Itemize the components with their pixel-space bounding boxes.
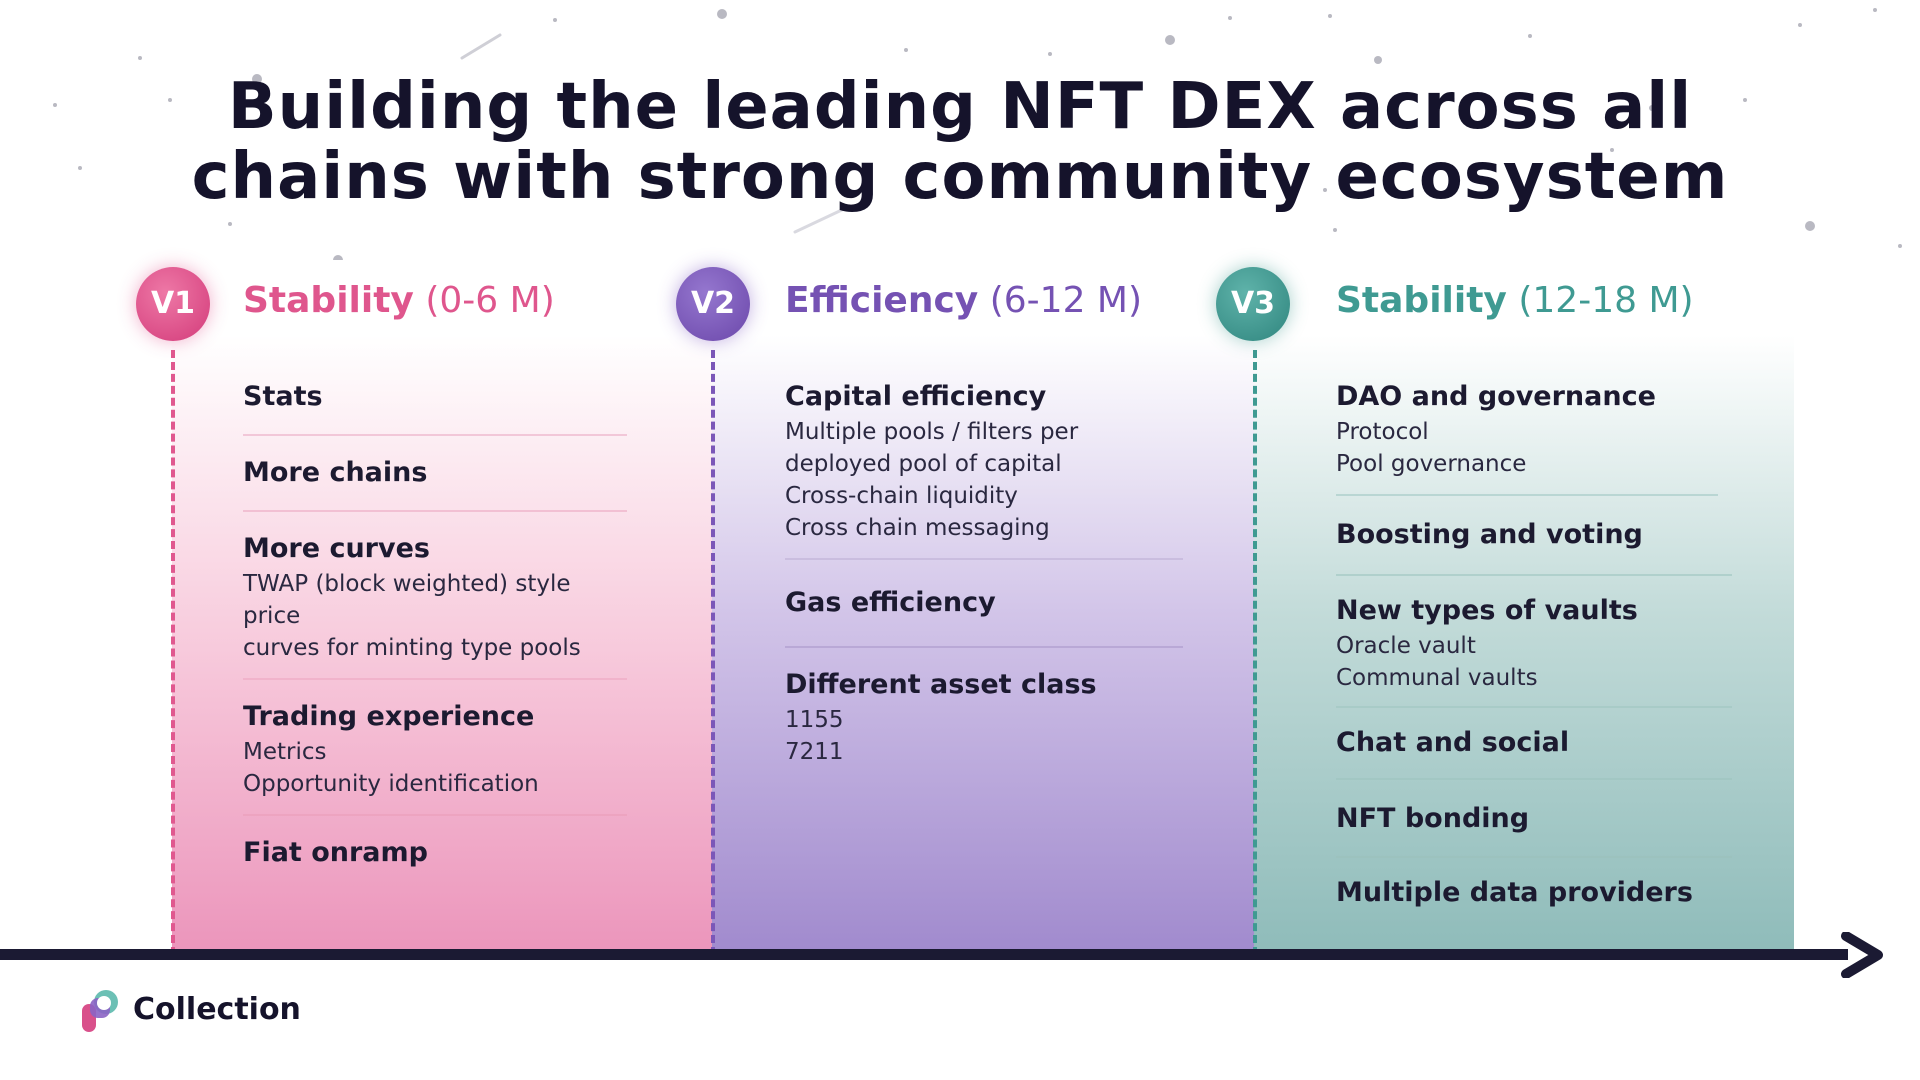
list-item: Chat and social bbox=[1336, 708, 1732, 778]
item-title: Gas efficiency bbox=[785, 587, 996, 618]
v2-phase-range: (6-12 M) bbox=[989, 280, 1143, 321]
v2-dashed-line bbox=[711, 350, 715, 955]
divider bbox=[1336, 494, 1718, 496]
item-title: Chat and social bbox=[1336, 727, 1570, 758]
v1-phase-range: (0-6 M) bbox=[425, 280, 555, 321]
v3-phase-range: (12-18 M) bbox=[1518, 280, 1694, 321]
v3-item-list: DAO and governance Protocol Pool governa… bbox=[1336, 378, 1732, 912]
item-title: NFT bonding bbox=[1336, 803, 1530, 834]
list-item: Stats bbox=[243, 378, 627, 434]
v1-item-list: Stats More chains More curves TWAP (bloc… bbox=[243, 378, 627, 872]
divider bbox=[1336, 856, 1732, 858]
item-detail: curves for minting type pools bbox=[243, 635, 581, 661]
item-title: Fiat onramp bbox=[243, 837, 428, 868]
item-detail: Metrics bbox=[243, 739, 327, 765]
v1-phase-name: Stability bbox=[243, 280, 414, 321]
item-title: More curves bbox=[243, 533, 430, 564]
item-detail: Oracle vault bbox=[1336, 633, 1476, 659]
title-line-2: chains with strong community ecosystem bbox=[191, 140, 1729, 214]
item-detail: Multiple pools / filters per bbox=[785, 419, 1079, 445]
v1-badge: V1 bbox=[136, 267, 210, 341]
item-title: More chains bbox=[243, 457, 428, 488]
v2-heading: Efficiency (6-12 M) bbox=[785, 280, 1142, 321]
v2-column-background bbox=[712, 335, 1254, 955]
list-item: New types of vaults Oracle vault Communa… bbox=[1336, 576, 1732, 706]
divider bbox=[1336, 706, 1732, 708]
divider bbox=[243, 814, 627, 816]
divider bbox=[243, 434, 627, 436]
divider bbox=[785, 558, 1183, 560]
divider bbox=[1336, 778, 1732, 780]
star-background bbox=[53, 8, 1902, 260]
list-item: Boosting and voting bbox=[1336, 496, 1732, 574]
v1-column-background bbox=[172, 335, 712, 955]
item-title: Trading experience bbox=[243, 701, 535, 732]
v3-dashed-line bbox=[1253, 350, 1257, 955]
list-item: Multiple data providers bbox=[1336, 858, 1732, 912]
v3-phase-name: Stability bbox=[1336, 280, 1507, 321]
v2-badge: V2 bbox=[676, 267, 750, 341]
page-title: Building the leading NFT DEX across all … bbox=[0, 72, 1920, 212]
list-item: Gas efficiency bbox=[785, 560, 1183, 646]
list-item: Different asset class 1155 7211 bbox=[785, 648, 1183, 768]
item-detail: Opportunity identification bbox=[243, 771, 539, 797]
divider bbox=[785, 646, 1183, 648]
item-detail: Cross-chain liquidity bbox=[785, 483, 1018, 509]
v2-phase-name: Efficiency bbox=[785, 280, 979, 321]
item-detail: Protocol bbox=[1336, 419, 1429, 445]
item-title: Multiple data providers bbox=[1336, 877, 1693, 908]
item-detail: TWAP (block weighted) style price bbox=[243, 571, 571, 629]
brand-name: Collection bbox=[133, 992, 301, 1027]
v3-column-background bbox=[1254, 335, 1794, 955]
v3-heading: Stability (12-18 M) bbox=[1336, 280, 1694, 321]
item-detail: Pool governance bbox=[1336, 451, 1527, 477]
item-title: Different asset class bbox=[785, 669, 1097, 700]
arrow-right-icon bbox=[1841, 932, 1883, 978]
collection-logo-icon bbox=[82, 990, 118, 1032]
item-detail: Communal vaults bbox=[1336, 665, 1538, 691]
list-item: More curves TWAP (block weighted) style … bbox=[243, 512, 627, 678]
list-item: DAO and governance Protocol Pool governa… bbox=[1336, 378, 1732, 494]
title-line-1: Building the leading NFT DEX across all bbox=[227, 70, 1693, 144]
item-detail: deployed pool of capital bbox=[785, 451, 1062, 477]
item-detail: 7211 bbox=[785, 739, 844, 765]
v2-item-list: Capital efficiency Multiple pools / filt… bbox=[785, 378, 1183, 768]
item-detail: 1155 bbox=[785, 707, 844, 733]
list-item: Fiat onramp bbox=[243, 816, 627, 872]
list-item: Capital efficiency Multiple pools / filt… bbox=[785, 378, 1183, 558]
item-title: Capital efficiency bbox=[785, 381, 1047, 412]
divider bbox=[1336, 574, 1732, 576]
list-item: NFT bonding bbox=[1336, 780, 1732, 856]
item-title: Stats bbox=[243, 381, 323, 412]
list-item: Trading experience Metrics Opportunity i… bbox=[243, 680, 627, 814]
list-item: More chains bbox=[243, 436, 627, 510]
v1-dashed-line bbox=[171, 350, 175, 955]
item-title: New types of vaults bbox=[1336, 595, 1638, 626]
v1-heading: Stability (0-6 M) bbox=[243, 280, 555, 321]
divider bbox=[243, 678, 627, 680]
timeline-axis bbox=[0, 949, 1848, 960]
item-title: Boosting and voting bbox=[1336, 519, 1643, 550]
divider bbox=[243, 510, 627, 512]
item-title: DAO and governance bbox=[1336, 381, 1656, 412]
v3-badge: V3 bbox=[1216, 267, 1290, 341]
item-detail: Cross chain messaging bbox=[785, 515, 1050, 541]
